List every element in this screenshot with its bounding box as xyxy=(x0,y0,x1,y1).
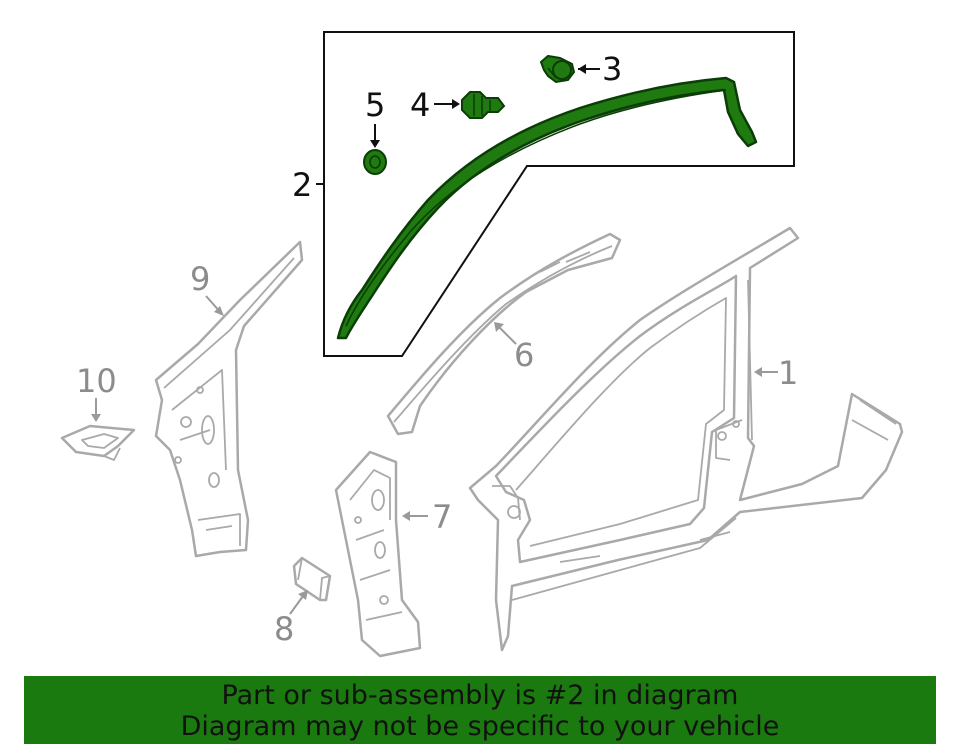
part-4-clip[interactable] xyxy=(461,91,506,119)
leaders-gray xyxy=(91,295,778,615)
part-10-cover[interactable] xyxy=(60,424,136,461)
callout-6: 6 xyxy=(514,336,534,374)
banner-line-1: Part or sub-assembly is #2 in diagram xyxy=(221,680,739,711)
info-banner: Part or sub-assembly is #2 in diagram Di… xyxy=(24,676,936,744)
part-5-grommet[interactable] xyxy=(363,149,387,175)
callout-9: 9 xyxy=(190,260,210,298)
banner-line-2: Diagram may not be specific to your vehi… xyxy=(180,711,780,742)
callout-1: 1 xyxy=(778,354,798,392)
part-3-clip[interactable] xyxy=(539,54,576,84)
callout-7: 7 xyxy=(432,498,452,536)
callout-8: 8 xyxy=(274,610,294,648)
inset-box xyxy=(323,31,795,357)
part-8-bracket[interactable] xyxy=(292,556,332,602)
part-7-inner-pillar[interactable] xyxy=(334,450,422,658)
part-6-pillar-trim[interactable] xyxy=(386,232,622,436)
part-9-front-pillar[interactable] xyxy=(154,240,304,558)
callout-4: 4 xyxy=(410,86,430,124)
callout-3: 3 xyxy=(602,50,622,88)
callout-10: 10 xyxy=(76,362,117,400)
callout-labels: 1 2 3 4 5 6 7 8 9 10 xyxy=(76,50,798,648)
part-1-body-side[interactable] xyxy=(468,226,904,652)
callout-5: 5 xyxy=(365,86,385,124)
leaders-black xyxy=(316,64,600,185)
callout-2: 2 xyxy=(292,166,312,204)
part-2-roof-molding[interactable] xyxy=(336,76,758,340)
